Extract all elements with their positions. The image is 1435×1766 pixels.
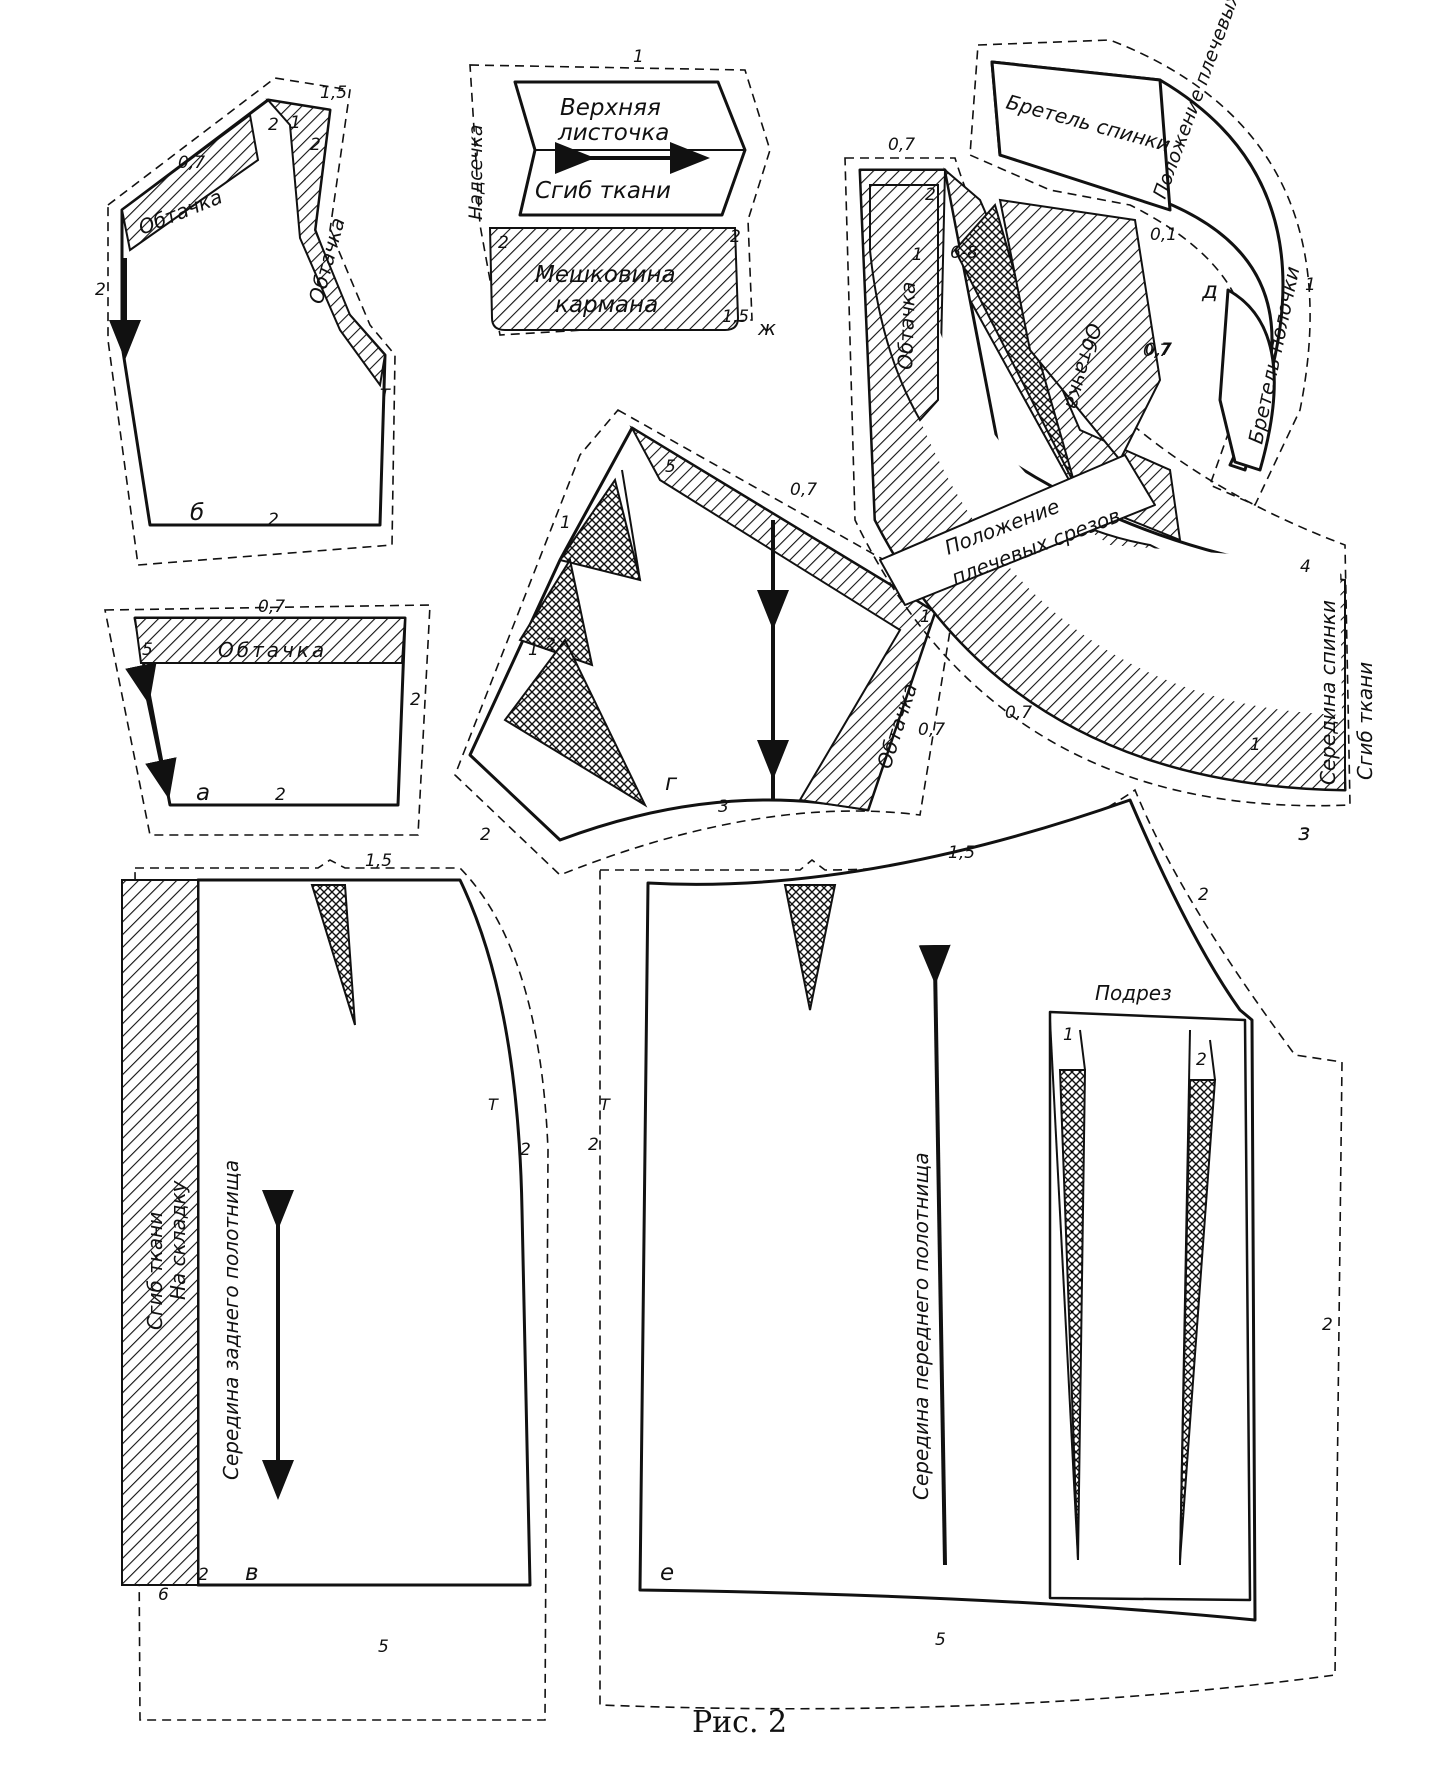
piece-g: Обтачка 0,7 0,7 2 3 1 5 1 2 1 г	[454, 408, 956, 876]
piece-z-allow-3: 0,7	[1005, 703, 1032, 723]
piece-g-letter: г	[665, 770, 678, 796]
piece-a-allow-top: 0,7	[258, 597, 285, 617]
piece-zh: Верхняя листочка Сгиб ткани Мешковина ка…	[465, 47, 776, 340]
piece-b-letter: б	[190, 500, 204, 526]
piece-zh-allow-r: 2	[730, 227, 741, 247]
piece-b-allow-top: 1,5	[320, 83, 347, 103]
piece-g-mark-1: 1	[560, 513, 571, 533]
piece-z-allow-1: 0,7	[888, 135, 915, 155]
piece-v-allow-side: 2	[520, 1140, 531, 1160]
piece-a-letter: а	[196, 780, 210, 806]
piece-g-allow-4: 3	[718, 797, 729, 817]
piece-zh-allow-l: 2	[498, 233, 509, 253]
piece-z: Обтачка Обтачка Положение плечевых срезо…	[844, 135, 1377, 846]
piece-b-allow-side: 2	[95, 280, 106, 300]
piece-e-yoke: Подрез	[1095, 981, 1172, 1005]
piece-e-dart-1: 1	[1063, 1025, 1074, 1045]
piece-b-mark-3: 2	[310, 135, 321, 155]
piece-g-mark-5: 5	[665, 457, 676, 477]
piece-b-mark-2: 1	[290, 113, 301, 133]
piece-e-dart-2: 2	[1196, 1050, 1207, 1070]
piece-v-allow-top: 1,5	[365, 851, 392, 871]
piece-z-mark-1a: 1	[1250, 735, 1261, 755]
piece-a: Обтачка 0,7 2 2 5 а	[104, 597, 431, 836]
piece-v: Сгиб ткани На складку Середина заднего п…	[121, 851, 549, 1721]
piece-e-allow-bottom: 5	[935, 1630, 946, 1650]
piece-b-tick: T	[380, 385, 391, 404]
piece-z-mark-68: 6-8	[950, 243, 978, 263]
piece-b-allow-bottom: 2	[268, 510, 279, 530]
piece-g-allow-2: 0,7	[918, 720, 945, 740]
piece-b-mark-1: 2	[268, 115, 279, 135]
piece-z-mark-2: 2	[925, 185, 936, 205]
piece-v-letter: в	[245, 1560, 259, 1586]
piece-zh-fold: Сгиб ткани	[535, 178, 671, 204]
piece-zh-pocket-2: кармана	[555, 292, 658, 318]
piece-zh-top-1: Верхняя	[560, 95, 661, 121]
piece-b-allow-left: 0,7	[178, 153, 205, 173]
piece-v-mark-2: 2	[198, 1565, 209, 1585]
piece-g-allow-1: 0,7	[790, 480, 817, 500]
piece-z-letter: з	[1298, 820, 1310, 846]
piece-a-mark: 5	[142, 640, 153, 660]
piece-d-mark: 1	[1305, 275, 1316, 295]
piece-e: Середина переднего полотнища Подрез 1,5 …	[588, 788, 1343, 1710]
piece-z-fold: Сгиб ткани	[1353, 662, 1377, 780]
piece-zh-top-2: листочка	[557, 120, 669, 146]
figure-caption: Рис. 2	[692, 1705, 787, 1740]
piece-a-allow-bottom: 2	[275, 785, 286, 805]
piece-zh-allow-top: 1	[633, 47, 644, 67]
piece-e-allow-r2: 2	[1322, 1315, 1333, 1335]
piece-e-allow-r1: 2	[1198, 885, 1209, 905]
piece-e-allow-left: 2	[588, 1135, 599, 1155]
piece-d-allow-2: 0,7	[1143, 341, 1170, 361]
piece-zh-allow-b: 1,5	[722, 307, 749, 327]
piece-e-allow-top: 1,5	[948, 843, 975, 863]
piece-g-mark-8: 1	[528, 640, 539, 660]
piece-g-allow-3: 2	[480, 825, 491, 845]
piece-v-fold-1: Сгиб ткани	[143, 1212, 167, 1330]
piece-v-center: Середина заднего полотнища	[219, 1160, 243, 1480]
piece-z-allow-2: 0,7	[1145, 340, 1172, 360]
piece-v-fold-2: На складку	[166, 1179, 190, 1300]
piece-zh-pocket-1: Мешковина	[535, 262, 676, 288]
piece-g-mark-7: 2	[545, 635, 556, 655]
piece-z-mark-4: 4	[1300, 557, 1311, 577]
piece-e-tick: T	[600, 1095, 611, 1114]
piece-d-allow-1: 0,1	[1150, 225, 1177, 245]
piece-zh-letter: ж	[757, 316, 776, 340]
piece-z-facing-1: Обтачка	[893, 281, 920, 370]
piece-z-center-back: Середина спинки	[1316, 600, 1340, 785]
piece-b: Обтачка Обтачка 1,5 0,7 2 2 2 1 2 б T	[95, 77, 396, 566]
piece-a-allow-right: 2	[410, 690, 421, 710]
piece-v-mark-6: 6	[158, 1585, 169, 1605]
piece-e-letter: е	[660, 1560, 674, 1586]
piece-g-mark-6: 1	[920, 607, 931, 627]
piece-e-center: Середина переднего полотнища	[909, 1152, 933, 1500]
piece-d-letter: д	[1201, 278, 1218, 304]
piece-zh-notch: Надсечка	[465, 124, 487, 220]
piece-z-mark-1b: 1	[912, 245, 923, 265]
piece-v-allow-bottom: 5	[378, 1637, 389, 1657]
piece-v-tick: T	[488, 1095, 499, 1114]
piece-a-facing: Обтачка	[218, 638, 327, 662]
